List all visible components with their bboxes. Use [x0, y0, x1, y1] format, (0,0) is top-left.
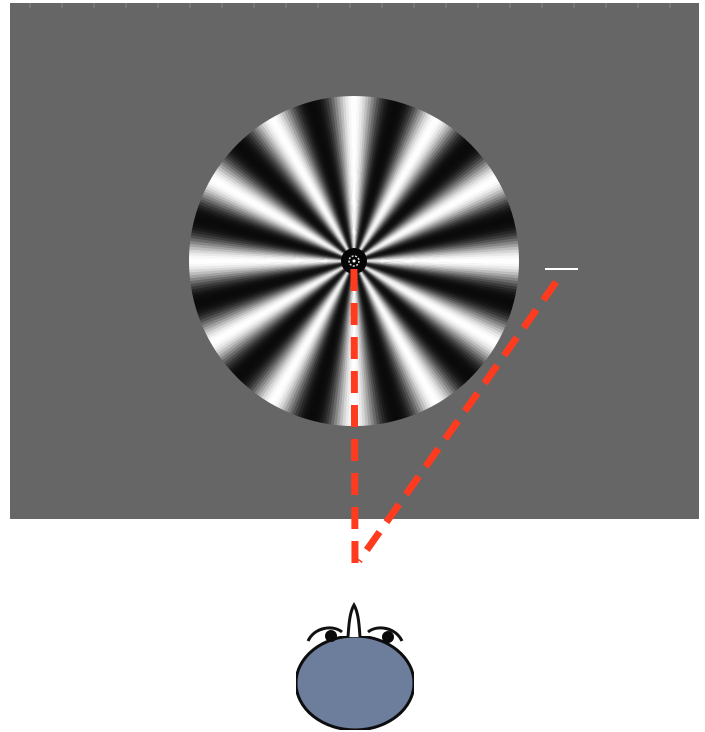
- central-sight-line: [354, 269, 355, 565]
- observer-head-icon: [296, 605, 414, 730]
- screen-top-ticks: [30, 3, 670, 8]
